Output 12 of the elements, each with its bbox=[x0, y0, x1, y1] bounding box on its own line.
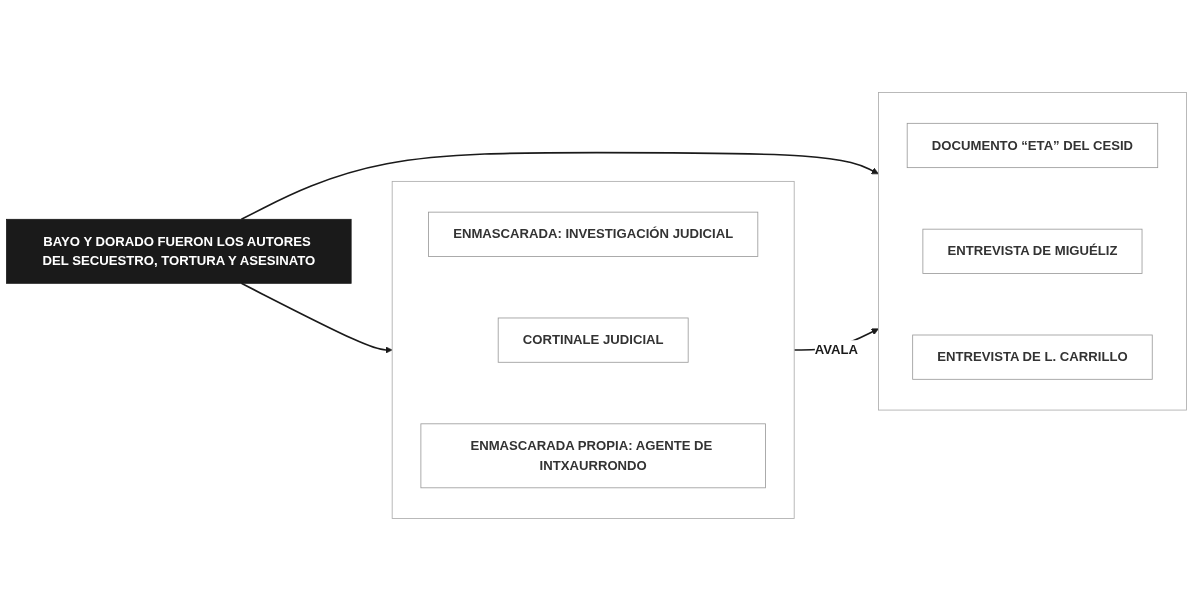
node-box: ENMASCARADA PROPIA: AGENTE DE INTXAURRONDO bbox=[420, 423, 766, 489]
arrow bbox=[240, 282, 393, 354]
arrow bbox=[240, 151, 879, 221]
edge-label: AVALA bbox=[814, 342, 858, 357]
cluster bbox=[878, 92, 1187, 411]
node-box: DOCUMENTO “ETA” DEL CESID bbox=[906, 122, 1159, 168]
node-box: BAYO Y DORADO FUERON LOS AUTORES DEL SECUESTRO, TORTURA Y ASESINATO bbox=[6, 218, 352, 284]
node-box: ENTREVISTA DE MIGUÉLIZ bbox=[922, 228, 1143, 274]
node-box: ENMASCARADA: INVESTIGACIÓN JUDICIAL bbox=[428, 211, 759, 257]
node-box: CORTINALE JUDICIAL bbox=[497, 317, 689, 363]
cluster bbox=[391, 180, 795, 519]
node-box: ENTREVISTA DE L. CARRILLO bbox=[912, 334, 1153, 380]
